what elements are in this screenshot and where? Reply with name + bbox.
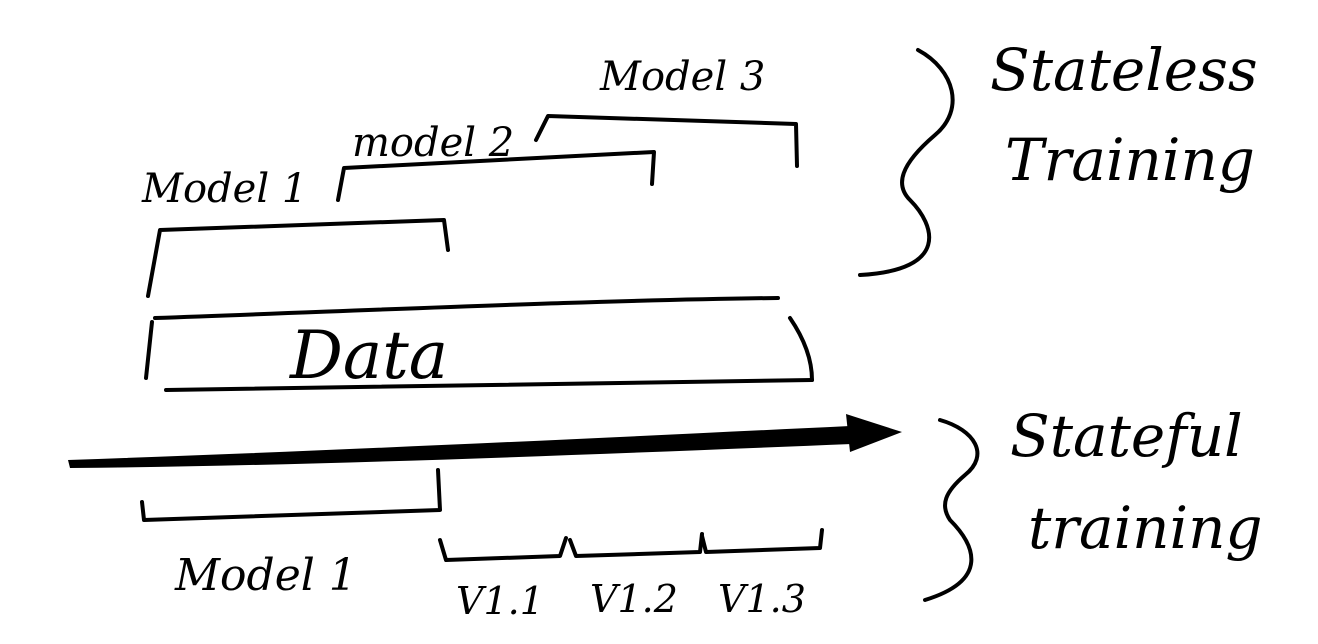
version-1-1-bracket	[438, 536, 568, 562]
stateful-label-line2: training	[1028, 494, 1263, 562]
stateful-model-1-label: Model 1	[174, 550, 357, 601]
stateless-model-3-label: Model 3	[599, 54, 765, 100]
stateless-label-line1: Stateless	[990, 36, 1258, 104]
time-arrow-head	[846, 414, 902, 452]
stateless-model-2-label: model 2	[352, 120, 514, 166]
version-1-2-bracket	[568, 532, 704, 558]
stateful-model-1-bracket	[140, 468, 442, 522]
model-1-bracket	[146, 218, 450, 298]
stateless-label-line2: Training	[1005, 126, 1255, 194]
version-1-3-label: V1.3	[718, 577, 806, 621]
model-2-bracket	[336, 150, 656, 202]
version-1-3-bracket	[700, 528, 824, 554]
data-right-edge	[788, 316, 814, 382]
data-bottom-line	[164, 378, 814, 392]
version-1-1-label: V1.1	[456, 579, 544, 623]
stateless-model-1-label: Model 1	[141, 166, 307, 212]
time-arrow-shaft	[68, 426, 852, 468]
model-3-bracket	[534, 114, 799, 168]
data-left-edge	[144, 320, 154, 380]
stateful-label-line1: Stateful	[1010, 402, 1243, 470]
stateful-brace	[923, 418, 980, 602]
stateless-brace	[858, 48, 955, 277]
version-1-2-label: V1.2	[590, 577, 678, 621]
data-label: Data	[289, 317, 448, 394]
data-top-line	[153, 296, 780, 320]
